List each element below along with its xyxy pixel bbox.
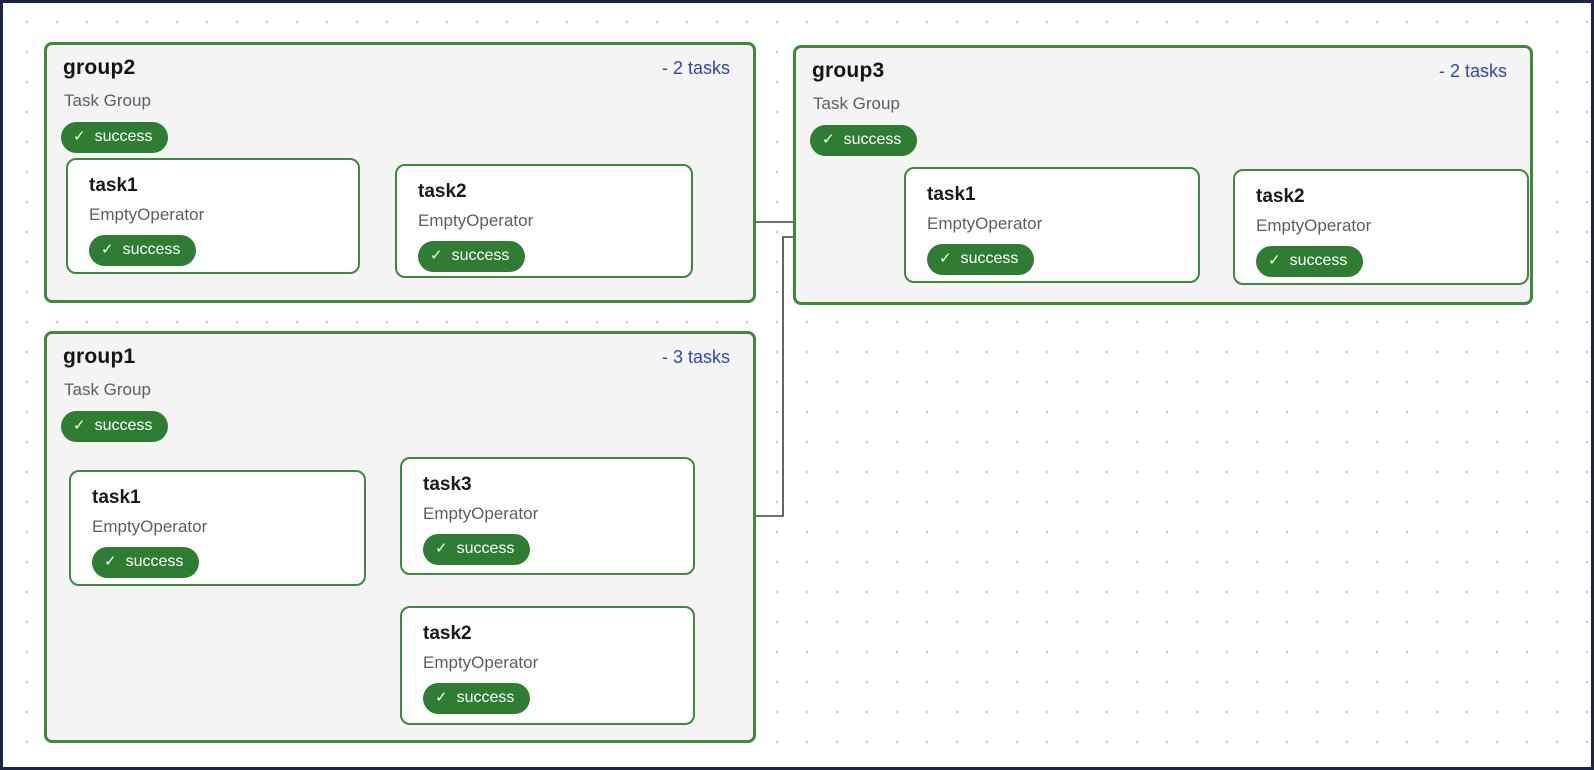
status-label: success [94,128,153,145]
task-status-badge: ✓ success [89,235,197,266]
collapse-toggle-group2[interactable]: - 2 tasks [661,58,730,78]
task-title: task2 [418,181,467,202]
group-type-label: Task Group [813,94,900,113]
task-node-group1-task3[interactable]: task3 EmptyOperator ✓ success [400,457,695,575]
check-icon: ✓ [822,131,835,148]
status-label: success [451,247,510,264]
task-title: task3 [423,474,472,495]
task-status-badge: ✓ success [418,241,526,272]
check-icon: ✓ [430,247,443,264]
task-title: task2 [1256,186,1305,207]
task-title: task1 [927,184,976,205]
collapse-toggle-group1[interactable]: - 3 tasks [661,347,730,367]
task-status-badge: ✓ success [1256,246,1364,277]
group-type-label: Task Group [64,91,151,110]
task-status-badge: ✓ success [927,244,1035,275]
check-icon: ✓ [73,417,86,434]
task-node-group2-task2[interactable]: task2 EmptyOperator ✓ success [395,164,693,278]
task-status-badge: ✓ success [423,683,531,714]
status-label: success [456,689,515,706]
status-label: success [960,250,1019,267]
check-icon: ✓ [104,553,117,570]
task-status-badge: ✓ success [423,534,531,565]
task-node-group3-task1[interactable]: task1 EmptyOperator ✓ success [904,167,1200,283]
collapse-toggle-group3[interactable]: - 2 tasks [1438,61,1507,81]
task-operator: EmptyOperator [89,205,205,224]
status-label: success [843,131,902,148]
group-title: group2 [63,56,136,79]
check-icon: ✓ [435,540,448,557]
check-icon: ✓ [73,128,86,145]
group-status-badge: ✓ success [810,125,918,156]
task-group-group3[interactable]: group3 - 2 tasks Task Group ✓ success ta… [793,45,1533,305]
task-operator: EmptyOperator [423,653,539,672]
task-operator: EmptyOperator [1256,216,1372,235]
group-title: group3 [812,59,885,82]
check-icon: ✓ [939,250,952,267]
dag-graph-canvas[interactable]: group2 - 2 tasks Task Group ✓ success ta… [3,3,1591,767]
task-title: task2 [423,623,472,644]
task-group-group1[interactable]: group1 - 3 tasks Task Group ✓ success ta… [44,331,756,743]
group-title: group1 [63,345,136,368]
task-operator: EmptyOperator [927,214,1043,233]
group-type-label: Task Group [64,380,151,399]
task-group-group2[interactable]: group2 - 2 tasks Task Group ✓ success ta… [44,42,756,303]
check-icon: ✓ [101,241,114,258]
task-node-group2-task1[interactable]: task1 EmptyOperator ✓ success [66,158,360,274]
task-node-group1-task2[interactable]: task2 EmptyOperator ✓ success [400,606,695,725]
status-label: success [122,241,181,258]
task-title: task1 [89,175,138,196]
task-node-group1-task1[interactable]: task1 EmptyOperator ✓ success [69,470,366,586]
check-icon: ✓ [1268,252,1281,269]
status-label: success [94,417,153,434]
status-label: success [456,540,515,557]
task-status-badge: ✓ success [92,547,200,578]
task-operator: EmptyOperator [418,211,534,230]
task-node-group3-task2[interactable]: task2 EmptyOperator ✓ success [1233,169,1529,285]
task-title: task1 [92,487,141,508]
status-label: success [125,553,184,570]
task-operator: EmptyOperator [423,504,539,523]
task-operator: EmptyOperator [92,517,208,536]
status-label: success [1289,252,1348,269]
group-status-badge: ✓ success [61,411,169,442]
group-status-badge: ✓ success [61,122,169,153]
check-icon: ✓ [435,689,448,706]
